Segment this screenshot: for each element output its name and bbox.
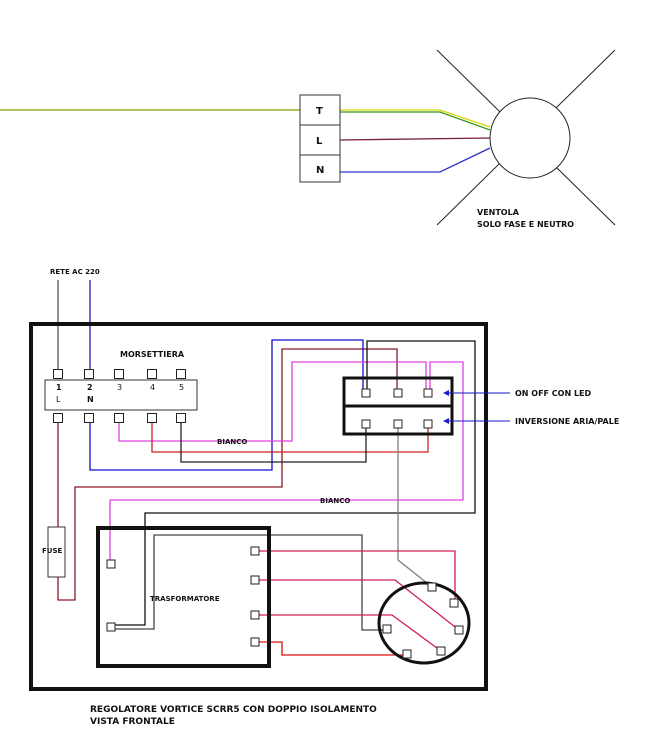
inversion-switch-terminal: [423, 419, 433, 429]
fan-motor-circle: [489, 97, 571, 179]
terminal-screw-top: [176, 369, 186, 379]
wires: [0, 109, 491, 656]
caption-subtitle: VISTA FRONTALE: [90, 717, 175, 727]
terminal-sublabel-n: N: [87, 395, 94, 404]
motor-switch-terminal: [436, 646, 446, 656]
arrow-head-icon: [443, 390, 449, 396]
terminal-screw-top: [147, 369, 157, 379]
fan-terminal-t-label: T: [316, 106, 323, 117]
transformer-red-wire: [259, 550, 456, 600]
phase-wire: [57, 348, 398, 601]
transformer-output-terminal: [250, 575, 260, 585]
motor-selector-switch: [377, 581, 471, 665]
transformer-red-wire: [259, 614, 442, 652]
neutral-wire: [89, 339, 364, 471]
terminal5-black-wire: [180, 422, 367, 463]
transformer-label: TRASFORMATORE: [150, 595, 220, 603]
terminal-strip: [44, 379, 198, 411]
fan-terminal-t: [299, 94, 341, 126]
terminal-number: 1: [56, 383, 62, 392]
terminal-number: 4: [150, 383, 155, 392]
fan-earth-wire: [340, 109, 491, 128]
caption-title: REGOLATORE VORTICE SCRR5 CON DOPPIO ISOL…: [90, 705, 377, 715]
fan-terminal-l-label: L: [316, 136, 323, 147]
terminal-screw-top: [84, 369, 94, 379]
terminal-number: 3: [117, 383, 122, 392]
terminal-screw-bottom: [114, 413, 124, 423]
fan-earth-wire-green: [340, 111, 491, 131]
fan-symbol: [436, 49, 616, 226]
transformer-red-wire: [259, 579, 460, 631]
wire-label-bianco: BIANCO: [320, 497, 350, 505]
terminal-screw-bottom: [53, 413, 63, 423]
switch-black-wire: [111, 340, 476, 626]
fan-phase-wire: [339, 137, 491, 141]
terminal-number: 5: [179, 383, 184, 392]
fan-terminal-n-label: N: [316, 165, 324, 176]
fan-label: VENTOLA: [477, 208, 520, 217]
motor-switch-terminal: [402, 649, 412, 659]
transformer: [96, 526, 271, 668]
inversion-switch-terminal: [361, 419, 371, 429]
terminal-screw-bottom: [176, 413, 186, 423]
fuse-label: FUSE: [42, 547, 63, 555]
motor-switch-terminal: [449, 598, 459, 608]
fan-terminal-n: [299, 154, 341, 183]
terminal-block-title: MORSETTIERA: [120, 350, 185, 359]
terminal-sublabel-l: L: [56, 395, 61, 404]
terminal-screw-top: [114, 369, 124, 379]
fan-sublabel: SOLO FASE E NEUTRO: [477, 220, 574, 229]
on-off-switch-terminal: [361, 388, 371, 398]
dark-gray-wire: [113, 534, 387, 631]
wire-label-bianco: BIANCO: [217, 438, 247, 446]
motor-switch-terminal: [382, 624, 392, 634]
terminal-screw-bottom: [147, 413, 157, 423]
bianco-wire-2: [109, 361, 464, 560]
fan-terminal-block: T L N: [299, 94, 341, 183]
mains-label: RETE AC 220: [50, 268, 100, 276]
motor-switch-terminal: [427, 582, 437, 592]
gray-wire: [397, 428, 433, 588]
on-off-label: ON OFF CON LED: [515, 389, 592, 398]
fuse: [47, 526, 66, 578]
controller-enclosure: [29, 322, 488, 691]
on-off-switch-terminal: [423, 388, 433, 398]
motor-switch-terminal: [454, 625, 464, 635]
switch-block: [342, 376, 454, 436]
transformer-output-terminal: [250, 637, 260, 647]
transformer-output-terminal: [250, 610, 260, 620]
on-off-switch-terminal: [393, 388, 403, 398]
terminal-screw-bottom: [84, 413, 94, 423]
transformer-output-terminal: [250, 546, 260, 556]
fan-neutral-wire: [340, 147, 491, 173]
terminal4-red-wire: [151, 422, 429, 453]
inversion-label: INVERSIONE ARIA/PALE: [515, 417, 619, 426]
transformer-input-terminal: [106, 559, 116, 569]
transformer-input-terminal: [106, 622, 116, 632]
arrow-head-icon: [443, 418, 449, 424]
terminal-block: 1 2 3 4 5 L N: [44, 369, 198, 423]
bianco-wire: [118, 361, 427, 442]
terminal-number: 2: [87, 383, 93, 392]
terminal-screw-top: [53, 369, 63, 379]
inversion-switch-terminal: [393, 419, 403, 429]
